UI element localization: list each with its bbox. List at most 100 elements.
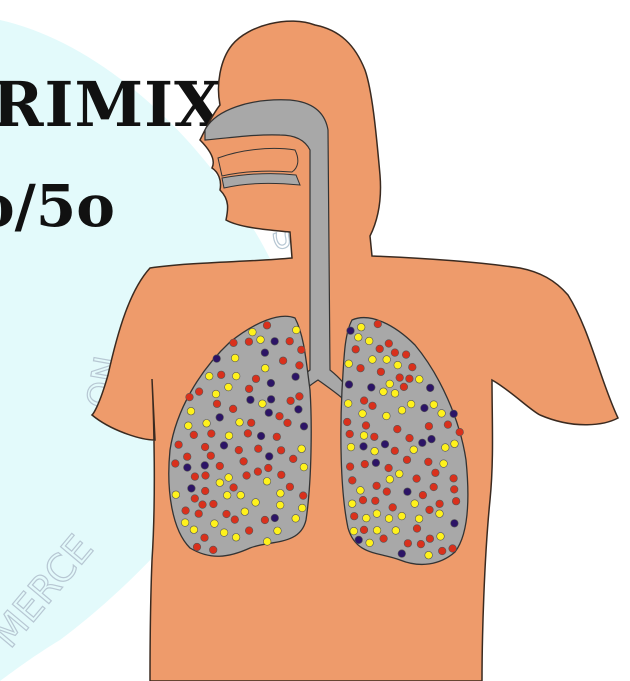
gas-molecule [442, 444, 450, 452]
gas-molecule [426, 535, 434, 543]
gas-molecule [267, 396, 275, 404]
gas-molecule [383, 412, 391, 420]
gas-molecule [456, 428, 464, 436]
gas-molecule [261, 364, 269, 372]
gas-molecule [277, 447, 285, 455]
gas-molecule [345, 360, 353, 368]
gas-molecule [187, 407, 195, 415]
gas-molecule [172, 491, 180, 499]
gas-molecule [359, 496, 367, 504]
gas-molecule [440, 460, 448, 468]
gas-molecule [355, 536, 363, 544]
gas-molecule [213, 400, 221, 408]
gas-molecule [252, 375, 260, 383]
gas-molecule [205, 372, 213, 380]
gas-molecule [450, 486, 458, 494]
gas-molecule [425, 551, 433, 559]
gas-molecule [394, 361, 402, 369]
gas-molecule [245, 527, 253, 535]
gas-molecule [300, 423, 308, 431]
gas-molecule [385, 340, 393, 348]
gas-molecule [245, 385, 253, 393]
gas-molecule [383, 356, 391, 364]
gas-molecule [368, 384, 376, 392]
gas-molecule [360, 443, 368, 451]
gas-molecule [406, 375, 414, 383]
gas-molecule [366, 539, 374, 547]
gas-molecule [249, 328, 257, 336]
gas-molecule [257, 336, 265, 344]
gas-molecule [299, 492, 307, 500]
gas-molecule [369, 402, 377, 410]
gas-molecule [213, 355, 221, 363]
gas-molecule [410, 446, 418, 454]
gas-molecule [263, 538, 271, 546]
gas-molecule [452, 497, 460, 505]
gas-molecule [195, 510, 203, 518]
gas-molecule [279, 357, 287, 365]
gas-molecule [223, 492, 231, 500]
gas-molecule [360, 432, 368, 440]
gas-molecule [245, 338, 253, 346]
gas-molecule [175, 441, 183, 449]
gas-molecule [436, 510, 444, 518]
gas-molecule [413, 475, 421, 483]
gas-molecule [350, 512, 358, 520]
gas-molecule [404, 540, 412, 548]
gas-molecule [372, 459, 380, 467]
gas-molecule [345, 381, 353, 389]
gas-molecule [273, 433, 281, 441]
gas-molecule [244, 430, 252, 438]
gas-molecule [289, 455, 297, 463]
gas-molecule [438, 410, 446, 418]
gas-molecule [398, 550, 406, 558]
gas-molecule [380, 535, 388, 543]
gas-molecule [406, 434, 414, 442]
gas-molecule [404, 488, 412, 496]
gas-molecule [381, 440, 389, 448]
gas-molecule [190, 526, 198, 534]
gas-molecule [232, 534, 240, 542]
gas-molecule [263, 478, 271, 486]
gas-molecule [396, 374, 404, 382]
gas-molecule [225, 432, 233, 440]
gas-molecule [208, 430, 216, 438]
gas-molecule [210, 500, 218, 508]
gas-molecule [295, 406, 303, 414]
gas-molecule [400, 383, 408, 391]
gas-molecule [416, 376, 424, 384]
gas-molecule [216, 479, 224, 487]
gas-molecule [257, 432, 265, 440]
gas-molecule [392, 527, 400, 535]
gas-molecule [437, 533, 445, 541]
gas-molecule [371, 433, 379, 441]
gas-molecule [202, 472, 210, 480]
gas-molecule [232, 372, 240, 380]
gas-molecule [430, 401, 438, 409]
gas-molecule [274, 527, 282, 535]
gas-molecule [190, 431, 198, 439]
gas-molecule [344, 400, 352, 408]
gas-molecule [373, 482, 381, 490]
gas-molecule [357, 364, 365, 372]
gas-molecule [265, 464, 273, 472]
gas-molecule [428, 435, 436, 443]
gas-molecule [402, 351, 410, 359]
gas-molecule [209, 546, 217, 554]
gas-molecule [426, 506, 434, 514]
gas-molecule [252, 499, 260, 507]
gas-molecule [346, 430, 354, 438]
gas-molecule [195, 388, 203, 396]
gas-molecule [347, 327, 355, 335]
gas-molecule [247, 419, 255, 427]
gas-molecule [267, 379, 275, 387]
gas-molecule [243, 472, 251, 480]
gas-molecule [361, 460, 369, 468]
gas-molecule [343, 418, 351, 426]
gas-molecule [235, 446, 243, 454]
gas-molecule [386, 476, 394, 484]
gas-molecule [298, 445, 306, 453]
gas-molecule [201, 534, 209, 542]
gas-molecule [451, 440, 459, 448]
gas-molecule [201, 487, 209, 495]
